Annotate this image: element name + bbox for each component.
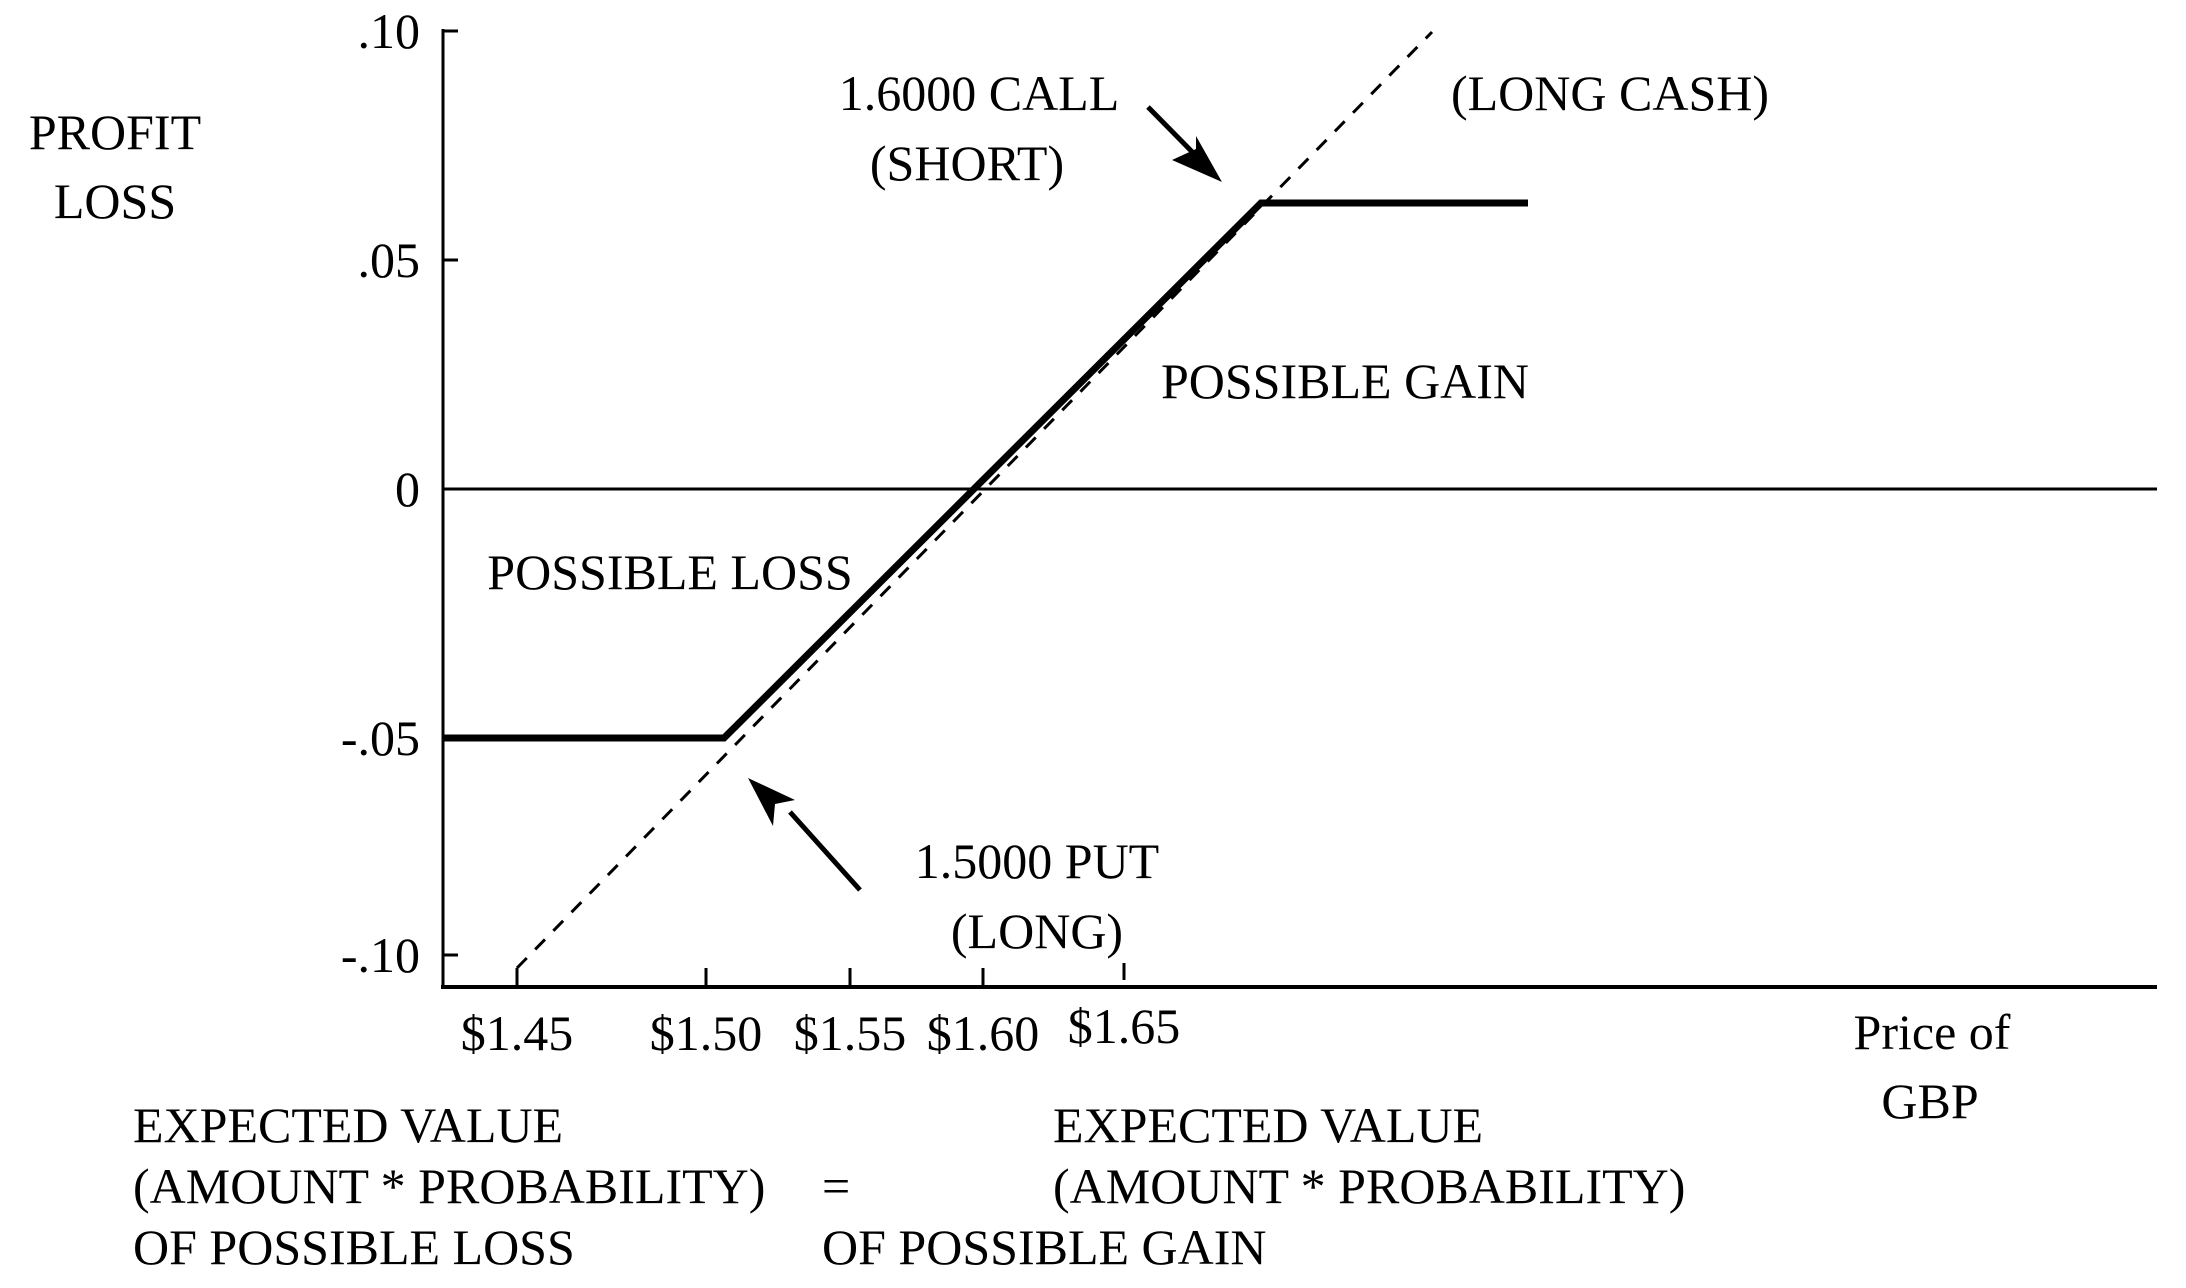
y-tick-label: -.05 [341,710,420,766]
equation-left-line3: OF POSSIBLE LOSS [133,1219,575,1275]
y-axis-title-line1: PROFIT [29,104,201,160]
long-cash-dashed-line [515,30,1434,970]
x-tick-label: $1.55 [794,1005,907,1061]
y-axis-ticks: .10 .05 0 -.05 -.10 [341,3,458,983]
x-tick-label: $1.65 [1068,998,1181,1054]
equation-right-line1: EXPECTED VALUE [1053,1097,1483,1153]
equation-right-line2: (AMOUNT * PROBABILITY) [1053,1158,1685,1214]
axes: .10 .05 0 -.05 -.10 $1.45 $1.50 $1.55 $1.60 $1.6… [341,3,2157,1061]
possible-gain-label: POSSIBLE GAIN [1161,353,1529,409]
equation-right-line3: OF POSSIBLE GAIN [822,1219,1267,1275]
y-tick-label: -.10 [341,927,420,983]
y-axis-title-line2: LOSS [54,173,176,229]
x-axis-ticks: $1.45 $1.50 $1.55 $1.60 $1.65 [461,963,1181,1061]
equation-left-line2: (AMOUNT * PROBABILITY) [133,1158,765,1214]
equation-equals: = [822,1158,850,1214]
arrowhead-icon [748,778,795,826]
arrowhead-icon [1172,136,1222,182]
collar-payoff-line [443,199,1528,742]
put-arrow [748,778,862,892]
long-cash-label: (LONG CASH) [1451,65,1769,121]
equation-left-line1: EXPECTED VALUE [133,1097,563,1153]
y-tick-label: 0 [395,461,420,517]
x-axis-title-line1: Price of [1854,1004,2011,1060]
x-tick-label: $1.50 [650,1005,763,1061]
call-label-line1: 1.6000 CALL [839,65,1120,121]
series-layer [443,30,2157,970]
put-label-line2: (LONG) [951,903,1123,959]
possible-loss-label: POSSIBLE LOSS [487,544,852,600]
call-label-line2: (SHORT) [870,135,1064,191]
put-label-line1: 1.5000 PUT [915,833,1159,889]
y-tick-label: .10 [358,3,421,59]
y-tick-label: .05 [358,232,421,288]
call-arrow [1146,105,1222,182]
x-tick-label: $1.60 [927,1005,1040,1061]
expected-value-equation: EXPECTED VALUE (AMOUNT * PROBABILITY) OF… [133,1097,1685,1275]
x-tick-label: $1.45 [461,1005,574,1061]
x-axis-title-line2: GBP [1881,1073,1978,1129]
